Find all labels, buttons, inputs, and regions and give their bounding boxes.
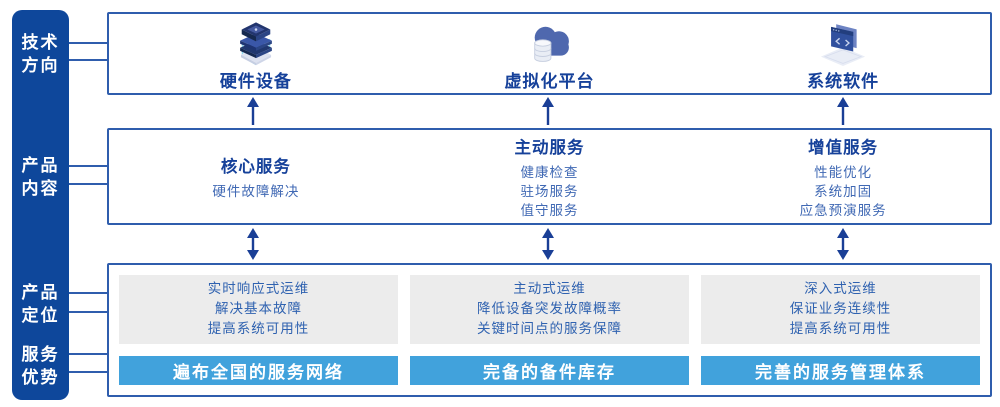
tech-col-hardware: 硬件设备 (109, 14, 403, 93)
up-arrow-icon (247, 97, 259, 125)
positioning-col-realtime: 实时响应式运维 解决基本故障 提高系统可用性 遍布全国的服务网络 (119, 275, 398, 385)
up-arrow-icon (542, 97, 554, 125)
sidebar-label-service-advantage: 服务 优势 (21, 345, 60, 387)
service-item: 性能优化 (814, 164, 873, 180)
positioning-line: 降低设备突发故障概率 (477, 301, 622, 317)
connector-line (69, 371, 107, 373)
service-col-value-added: 增值服务 性能优化 系统加固 应急预演服务 (696, 130, 990, 223)
service-item: 系统加固 (814, 183, 873, 199)
up-arrow-icon (837, 97, 849, 125)
service-item: 应急预演服务 (799, 202, 887, 218)
service-item: 值守服务 (520, 202, 579, 218)
advantage-bar: 完备的备件库存 (410, 355, 689, 385)
positioning-line: 提高系统可用性 (207, 321, 310, 337)
advantage-bar: 遍布全国的服务网络 (119, 355, 398, 385)
positioning-line: 提高系统可用性 (789, 321, 892, 337)
server-stack-icon (228, 18, 284, 66)
positioning-panel: 主动式运维 降低设备突发故障概率 关键时间点的服务保障 (410, 275, 689, 344)
tech-label-virtualization: 虚拟化平台 (504, 72, 595, 91)
service-item: 驻场服务 (520, 183, 579, 199)
tech-direction-box: 硬件设备 虚拟化平台 (107, 12, 992, 95)
connector-line (69, 42, 107, 44)
connector-line (69, 292, 107, 294)
sidebar-label-tech-direction: 技术 方向 (21, 33, 60, 75)
connector-line (69, 59, 107, 61)
positioning-line: 关键时间点的服务保障 (477, 321, 622, 337)
double-arrow-icon (542, 228, 554, 260)
positioning-line: 深入式运维 (804, 281, 877, 297)
product-content-box: 核心服务 硬件故障解决 主动服务 健康检查 驻场服务 值守服务 增值服务 性能优… (107, 128, 992, 225)
service-item: 健康检查 (520, 164, 579, 180)
connector-line (69, 311, 107, 313)
tech-label-software: 系统软件 (807, 72, 880, 91)
tech-col-virtualization: 虚拟化平台 (403, 14, 697, 93)
positioning-line: 保证业务连续性 (789, 301, 892, 317)
connector-line (69, 165, 107, 167)
service-col-core: 核心服务 硬件故障解决 (109, 130, 403, 223)
service-col-proactive: 主动服务 健康检查 驻场服务 值守服务 (403, 130, 697, 223)
connector-line (69, 183, 107, 185)
code-window-icon (815, 18, 871, 66)
positioning-panel: 实时响应式运维 解决基本故障 提高系统可用性 (119, 275, 398, 344)
service-item: 硬件故障解决 (212, 183, 300, 199)
cloud-database-icon (523, 18, 577, 66)
service-title: 主动服务 (514, 138, 585, 157)
positioning-line: 解决基本故障 (215, 301, 302, 317)
positioning-panel: 深入式运维 保证业务连续性 提高系统可用性 (701, 275, 980, 344)
sidebar-label-product-content: 产品 内容 (21, 156, 60, 198)
positioning-col-indepth: 深入式运维 保证业务连续性 提高系统可用性 完善的服务管理体系 (701, 275, 980, 385)
service-title: 增值服务 (808, 138, 879, 157)
category-sidebar: 技术 方向 产品 内容 产品 定位 服务 优势 (12, 10, 69, 400)
advantage-bar: 完善的服务管理体系 (701, 355, 980, 385)
service-title: 核心服务 (220, 157, 291, 176)
double-arrow-icon (837, 228, 849, 260)
sidebar-label-product-positioning: 产品 定位 (21, 283, 60, 325)
connector-line (69, 353, 107, 355)
positioning-advantage-box: 实时响应式运维 解决基本故障 提高系统可用性 遍布全国的服务网络 主动式运维 降… (107, 263, 992, 397)
positioning-line: 实时响应式运维 (207, 281, 310, 297)
positioning-col-proactive: 主动式运维 降低设备突发故障概率 关键时间点的服务保障 完备的备件库存 (410, 275, 689, 385)
positioning-line: 主动式运维 (513, 281, 586, 297)
tech-col-software: 系统软件 (696, 14, 990, 93)
tech-label-hardware: 硬件设备 (219, 72, 292, 91)
double-arrow-icon (247, 228, 259, 260)
